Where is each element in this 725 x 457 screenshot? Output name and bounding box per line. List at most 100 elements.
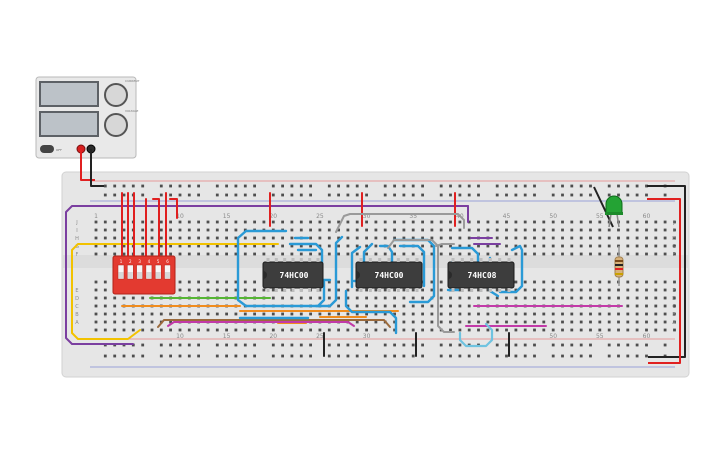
chip-pin <box>498 288 502 292</box>
dip-toggle-knob[interactable] <box>118 272 124 278</box>
breadboard-hole <box>421 280 424 284</box>
dip-toggle-knob[interactable] <box>155 272 161 278</box>
breadboard-hole <box>187 288 191 292</box>
breadboard-hole <box>243 228 247 232</box>
breadboard-hole <box>299 296 303 300</box>
breadboard-hole <box>290 343 294 347</box>
breadboard-hole <box>486 220 490 224</box>
breadboard-hole <box>159 220 163 224</box>
breadboard-hole <box>243 312 247 316</box>
breadboard-hole <box>570 288 574 292</box>
breadboard-hole <box>327 220 331 224</box>
breadboard-hole <box>346 296 350 300</box>
breadboard-hole <box>365 320 368 324</box>
breadboard-hole <box>337 228 340 232</box>
breadboard-hole <box>234 288 238 292</box>
dip-toggle-knob[interactable] <box>146 272 152 278</box>
breadboard-hole <box>607 354 611 358</box>
breadboard-hole <box>598 244 602 248</box>
chip-2[interactable]: 74HC00 <box>355 261 423 289</box>
breadboard-hole <box>617 354 620 358</box>
breadboard-hole <box>169 244 172 248</box>
breadboard-hole <box>533 244 536 248</box>
breadboard-hole <box>346 193 350 197</box>
breadboard-hole <box>663 328 667 332</box>
chip-1[interactable]: 74HC00 <box>262 261 324 289</box>
chip-pin <box>451 288 455 292</box>
breadboard-hole <box>523 184 527 188</box>
dip-toggle-knob[interactable] <box>165 272 170 278</box>
breadboard-hole <box>486 320 490 324</box>
chip-pin <box>291 258 295 262</box>
breadboard-hole <box>533 193 536 197</box>
breadboard-hole <box>94 220 98 224</box>
breadboard-hole <box>309 328 312 332</box>
breadboard-hole <box>626 328 630 332</box>
breadboard-hole <box>299 244 303 248</box>
breadboard-hole <box>467 193 471 197</box>
breadboard-hole <box>309 184 312 188</box>
breadboard-hole <box>421 328 424 332</box>
breadboard-hole <box>393 252 396 256</box>
breadboard-hole <box>94 228 98 232</box>
breadboard-hole <box>402 304 406 308</box>
breadboard-hole <box>467 228 471 232</box>
breadboard-hole <box>327 280 331 284</box>
breadboard-hole <box>131 343 135 347</box>
breadboard-hole <box>589 228 592 232</box>
breadboard-hole <box>337 312 340 316</box>
dip-toggle-knob[interactable] <box>127 272 133 278</box>
breadboard-hole <box>533 228 536 232</box>
breadboard-hole <box>159 354 163 358</box>
breadboard-hole <box>197 328 200 332</box>
power-supply[interactable]: CURRENT VOLTAGE OFF <box>35 76 140 159</box>
breadboard-hole <box>617 184 620 188</box>
voltage-knob-label: VOLTAGE <box>125 109 139 113</box>
breadboard-hole <box>197 184 200 188</box>
resistor[interactable] <box>614 246 624 286</box>
breadboard-hole <box>449 244 452 248</box>
breadboard-hole <box>607 252 611 256</box>
breadboard-hole <box>645 184 648 188</box>
breadboard-hole <box>197 228 200 232</box>
breadboard-hole <box>271 288 275 292</box>
breadboard-hole <box>645 220 648 224</box>
breadboard-hole <box>467 354 471 358</box>
breadboard-hole <box>374 252 378 256</box>
breadboard-hole <box>514 320 518 324</box>
breadboard-hole <box>299 328 303 332</box>
breadboard-hole <box>103 244 107 248</box>
breadboard-hole <box>337 328 340 332</box>
breadboard-hole <box>383 252 387 256</box>
breadboard-hole <box>579 312 583 316</box>
breadboard-hole <box>383 236 387 240</box>
chip-3[interactable]: 74HC08 <box>447 261 515 289</box>
breadboard-hole <box>374 288 378 292</box>
chip-3-label: 74HC08 <box>468 271 497 280</box>
breadboard-hole <box>169 320 172 324</box>
breadboard-hole <box>589 244 592 248</box>
chip-pin <box>266 288 270 292</box>
breadboard-hole <box>449 236 452 240</box>
breadboard-hole <box>383 288 387 292</box>
breadboard-hole <box>346 252 350 256</box>
breadboard-hole <box>103 236 107 240</box>
breadboard-hole <box>309 193 312 197</box>
chip-pin <box>299 288 303 292</box>
breadboard-hole <box>645 228 648 232</box>
breadboard-hole <box>495 320 499 324</box>
breadboard-hole <box>346 280 350 284</box>
breadboard-hole <box>589 193 592 197</box>
green-led[interactable] <box>605 195 623 228</box>
breadboard-hole <box>617 343 620 347</box>
dip-toggle-knob[interactable] <box>137 272 143 278</box>
breadboard-hole <box>551 288 555 292</box>
breadboard-hole <box>318 244 322 248</box>
breadboard-hole <box>533 343 536 347</box>
breadboard-hole <box>514 220 518 224</box>
breadboard-hole <box>663 252 667 256</box>
breadboard-hole <box>579 184 583 188</box>
breadboard-hole <box>365 220 368 224</box>
breadboard-hole <box>617 236 620 240</box>
